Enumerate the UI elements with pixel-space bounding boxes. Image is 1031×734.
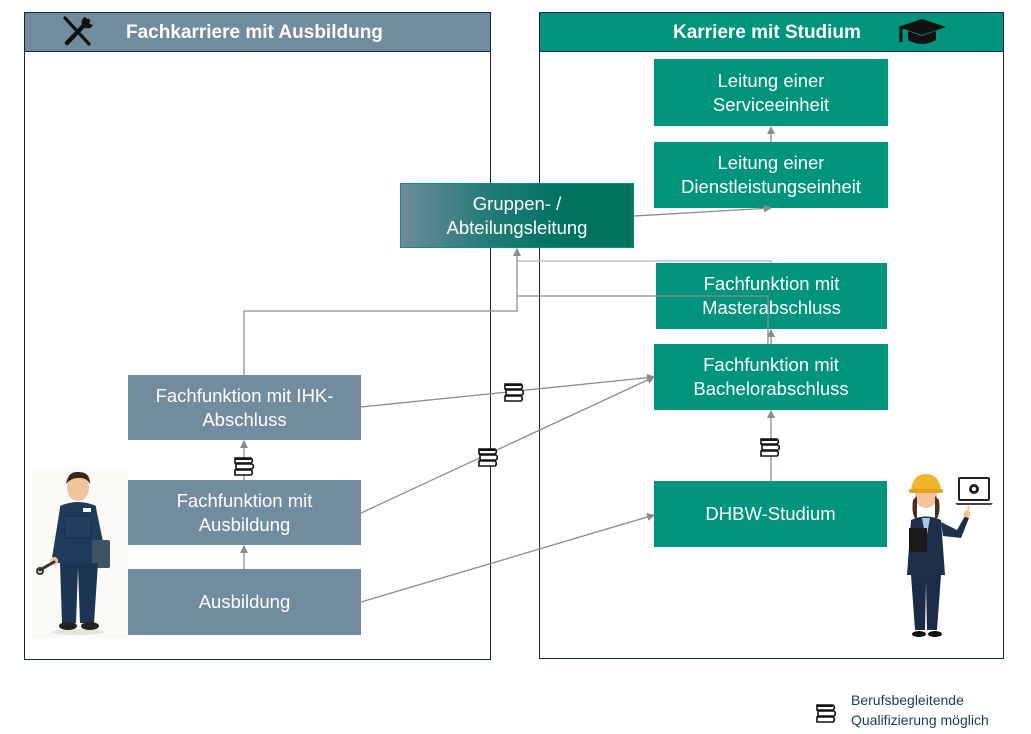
engineer-illustration [907, 474, 993, 637]
box-label-line: Gruppen- / [472, 192, 562, 214]
box-label-line: Serviceeinheit [712, 93, 830, 115]
box-fachfunktion-ausbildung: Fachfunktion mit Ausbildung [128, 480, 361, 545]
box-fachfunktion-ihk: Fachfunktion mit IHK- Abschluss [128, 375, 361, 440]
legend-line-2: Qualifizierung möglich [851, 712, 989, 728]
box-label-line: Fachfunktion mit [703, 354, 839, 375]
box-label-line: Fachfunktion mit [703, 273, 840, 294]
box-label-line: Dienstleistungseinheit [681, 176, 861, 197]
books-icon [478, 448, 499, 467]
panel-title-fachkarriere: Fachkarriere mit Ausbildung [126, 22, 383, 43]
box-label-line: Masterabschluss [702, 297, 841, 318]
legend-line-1: Berufsbegleitende [851, 692, 964, 708]
box-gruppen-abteilungsleitung: Gruppen- / Abteilungsleitung [400, 183, 634, 248]
box-label-line: Abteilungsleitung [446, 216, 588, 238]
box-label-line: Leitung einer [717, 152, 825, 173]
box-label-line: Bachelorabschluss [693, 378, 849, 399]
legend-text: Berufsbegleitende Qualifizierung möglich [851, 690, 1031, 730]
wrench-screwdriver-icon [63, 16, 93, 46]
box-label: Ausbildung [198, 591, 291, 612]
box-label-line: Fachfunktion mit IHK- [155, 384, 334, 406]
laptop-gear-icon [955, 477, 993, 505]
box-label-line: Fachfunktion mit [176, 489, 313, 511]
box-dhbw-studium: DHBW-Studium [654, 481, 887, 547]
graduation-cap-icon [898, 19, 946, 44]
box-leitung-serviceeinheit: Leitung einer Serviceeinheit [654, 59, 888, 126]
panel-title-studium: Karriere mit Studium [673, 22, 861, 43]
box-label-line: Ausbildung [198, 513, 291, 535]
books-icon [504, 383, 525, 402]
box-leitung-dienstleistungseinheit: Leitung einer Dienstleistungseinheit [654, 142, 888, 208]
box-fachfunktion-bachelor: Fachfunktion mit Bachelorabschluss [654, 344, 888, 410]
panel-header-studium: Karriere mit Studium [540, 13, 1003, 52]
box-label: DHBW-Studium [705, 503, 836, 524]
books-icon [816, 704, 837, 723]
technician-illustration [32, 468, 128, 638]
books-icon [760, 438, 781, 457]
box-fachfunktion-master: Fachfunktion mit Masterabschluss [656, 263, 887, 329]
books-icon [234, 457, 255, 476]
panel-header-fachkarriere: Fachkarriere mit Ausbildung [25, 13, 490, 52]
box-label-line: Abschluss [202, 408, 287, 430]
box-ausbildung: Ausbildung [128, 569, 361, 635]
box-label-line: Leitung einer [717, 69, 825, 91]
